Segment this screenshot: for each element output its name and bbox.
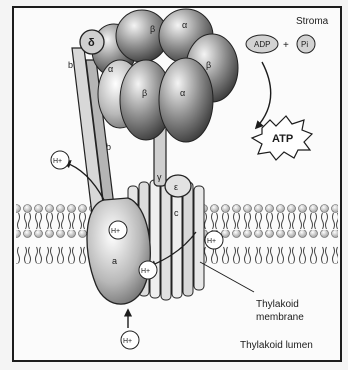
delta-label: δ [88,37,95,49]
epsilon-label: ε [174,182,178,192]
proton-label: H+ [111,228,120,235]
b-prime-label: b' [68,60,75,70]
a-label: a [112,256,117,266]
gamma-label: γ [157,172,162,182]
proton-label: H+ [123,338,132,345]
membrane-pointer-line [200,262,254,292]
alpha-label-top: α [182,20,187,30]
alpha-label-front: α [180,88,185,98]
thylakoid-lumen-label: Thylakoid lumen [240,340,313,351]
stroma-label: Stroma [296,16,329,27]
proton-label: H+ [141,268,150,275]
pi-label: Pi [301,40,308,49]
thylakoid-membrane-label-line1: Thylakoid [256,299,299,310]
atp-label: ATP [272,133,293,145]
beta-label-top: β [150,24,155,34]
f1-head [92,9,238,142]
proton-label: H+ [207,238,216,245]
beta-label-right: β [206,60,211,70]
proton-label: H+ [53,158,62,165]
alpha-label-left: α [108,64,113,74]
plus-sign: + [283,40,289,51]
c-label: c [174,208,179,218]
adp-label: ADP [254,40,270,49]
a-subunit [87,198,150,304]
phosphorylation-arrow [256,62,271,128]
thylakoid-membrane-label-line2: membrane [256,312,304,323]
b-label: b [106,142,111,152]
beta-label-front: β [142,88,147,98]
